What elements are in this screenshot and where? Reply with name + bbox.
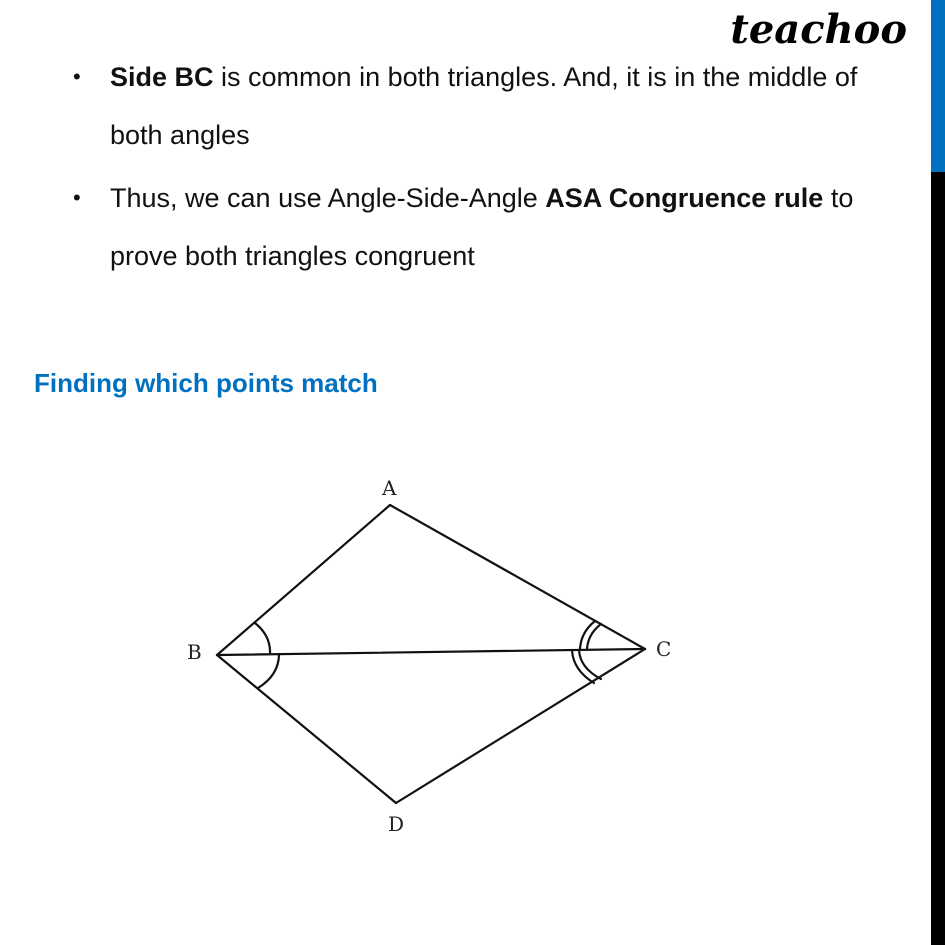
teachoo-logo: teachoo bbox=[730, 6, 907, 53]
side-ac bbox=[388, 503, 647, 651]
sidebar-accent-blue bbox=[931, 0, 945, 172]
side-bd bbox=[215, 653, 398, 805]
quadrilateral-diagram: A B C D bbox=[187, 476, 671, 836]
vertex-label-d: D bbox=[388, 812, 404, 836]
bullet-text-before: Thus, we can use Angle-Side-Angle bbox=[110, 183, 546, 213]
side-bc-diagonal bbox=[215, 647, 647, 657]
bullet-bold-rule: ASA Congruence rule bbox=[545, 183, 824, 213]
bullet-item-side-bc: • Side BC is common in both triangles. A… bbox=[0, 48, 900, 164]
section-heading: Finding which points match bbox=[34, 368, 378, 398]
vertex-label-b: B bbox=[187, 640, 202, 664]
bullet-bold-lead: Side BC bbox=[110, 62, 214, 92]
bullet-list: • Side BC is common in both triangles. A… bbox=[0, 48, 920, 290]
bullet-text-after: to prove both triangles congruent bbox=[110, 183, 854, 271]
geometry-figure: A B C D bbox=[170, 460, 690, 840]
vertex-label-a: A bbox=[381, 476, 397, 500]
bullet-dot-icon: • bbox=[73, 64, 81, 89]
bullet-item-asa-rule: • Thus, we can use Angle-Side-Angle ASA … bbox=[0, 169, 900, 285]
angle-arc-b-upper bbox=[253, 621, 272, 656]
angle-arc-c-lower-outer bbox=[570, 648, 596, 685]
vertex-label-c: C bbox=[656, 637, 671, 661]
bullet-text: is common in both triangles. And, it is … bbox=[110, 62, 858, 150]
bullet-dot-icon: • bbox=[73, 185, 81, 210]
angle-arc-b-lower bbox=[256, 652, 281, 690]
sidebar-accent-black bbox=[931, 172, 945, 945]
angle-arc-c-lower-inner bbox=[577, 648, 603, 681]
side-ab bbox=[215, 503, 392, 657]
side-cd bbox=[394, 647, 647, 805]
angle-arc-c-upper-outer bbox=[578, 619, 597, 651]
angle-arc-c-upper-inner bbox=[585, 622, 603, 651]
